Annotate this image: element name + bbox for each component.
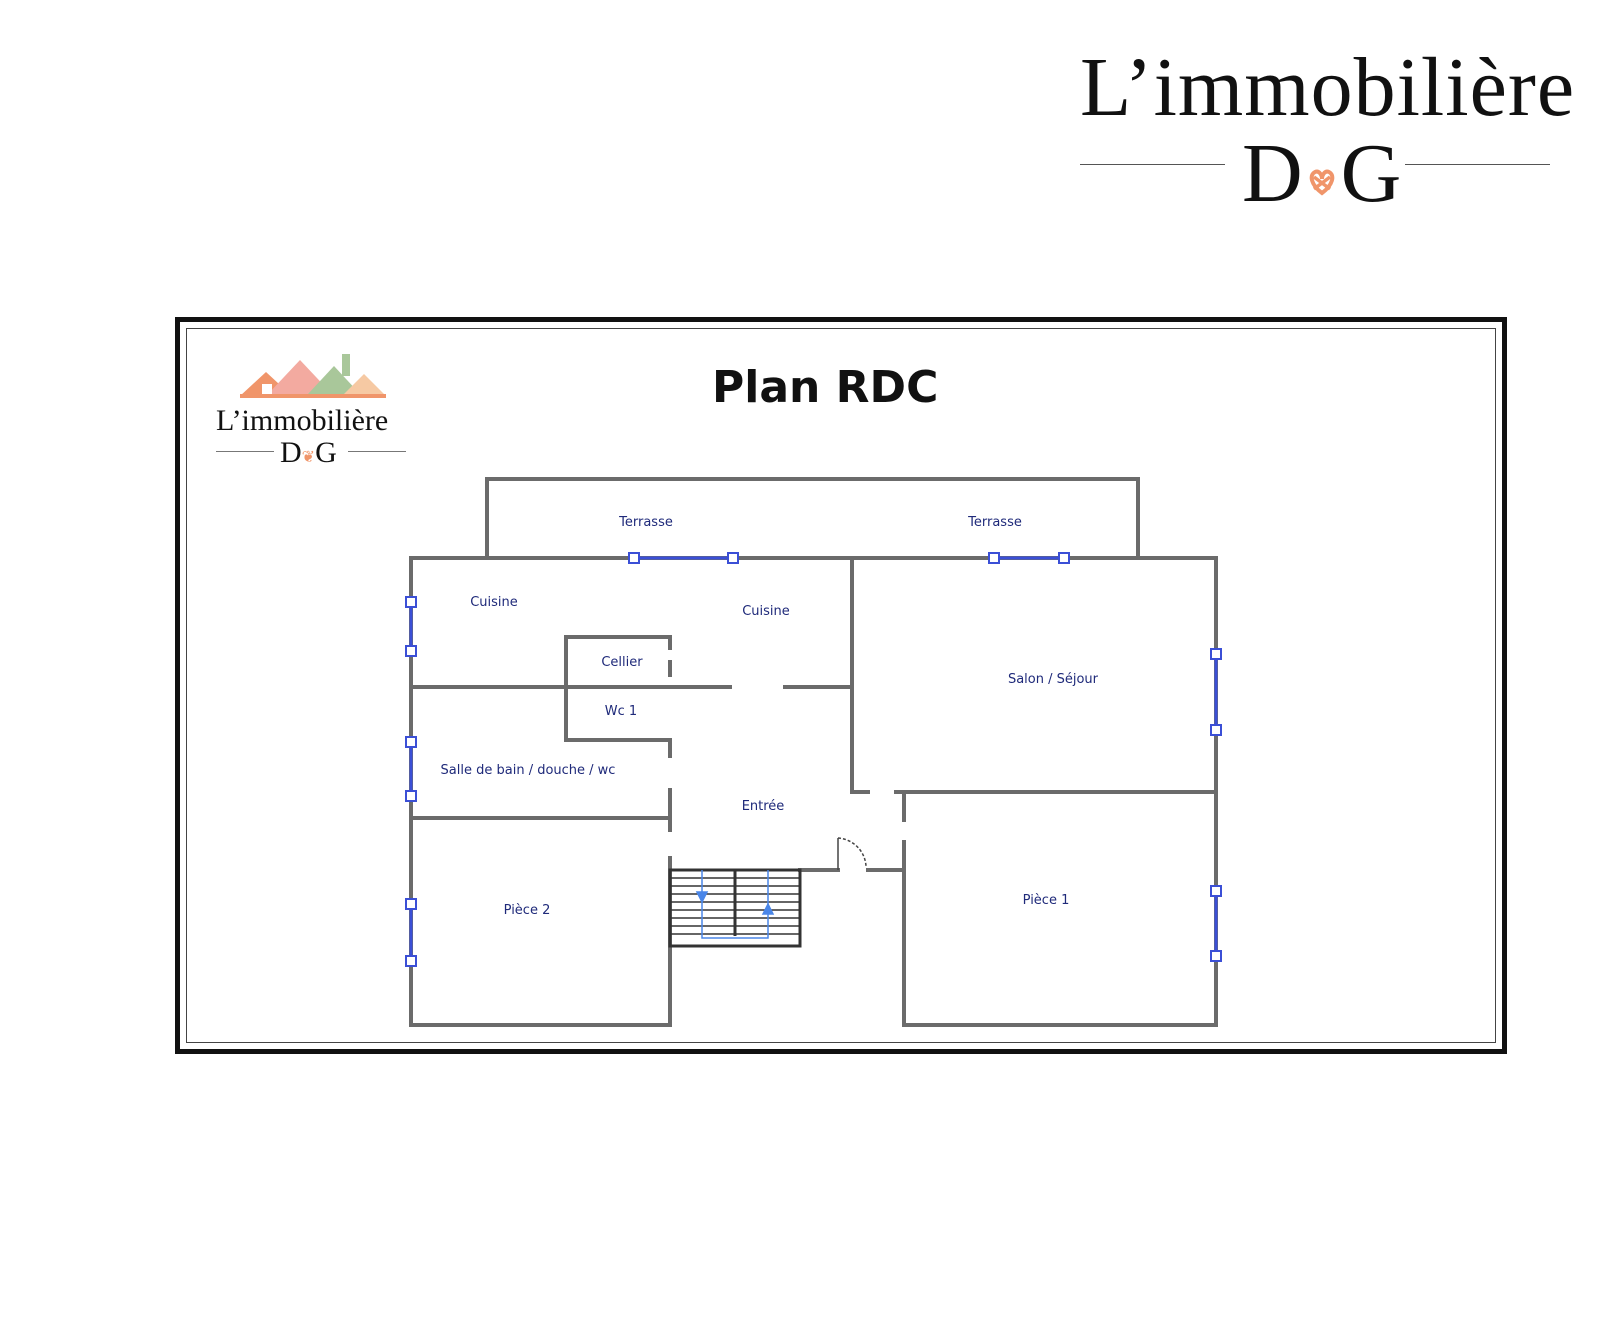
small-monogram-d: D [280, 436, 302, 469]
stair-down-arrow-icon [695, 891, 709, 904]
brand-name: L’immobilière [1080, 41, 1576, 134]
plan-frame-outer [175, 317, 1507, 1054]
small-monogram-g: G [315, 436, 337, 469]
brand-logo: L’immobilière D G [1070, 40, 1574, 220]
plan-title: Plan RDC [712, 362, 939, 413]
room-label-entree: Entrée [742, 799, 785, 814]
brand-monogram: D G [1242, 132, 1401, 216]
small-logo-divider-left [216, 451, 274, 452]
small-logo: L’immobilière D❦G [214, 350, 414, 475]
staircase [668, 868, 802, 948]
houses-icon [240, 354, 386, 398]
windows [405, 552, 1222, 967]
room-label-salon: Salon / Séjour [1008, 672, 1099, 687]
brand-divider-right [1405, 164, 1550, 165]
room-label-terrasse-2: Terrasse [967, 515, 1022, 530]
small-logo-divider-right [348, 451, 406, 452]
brand-divider-left [1080, 164, 1225, 165]
room-label-piece-1: Pièce 1 [1023, 893, 1070, 908]
pretzel-icon [1309, 169, 1334, 196]
room-label-cuisine-2: Cuisine [742, 604, 790, 619]
brand-monogram-d: D [1242, 127, 1303, 220]
plan-frame-inner [186, 328, 1496, 1043]
small-logo-name: L’immobilière [216, 404, 389, 437]
room-label-terrasse-1: Terrasse [618, 515, 673, 530]
entrance-door-icon [837, 837, 867, 870]
walls [409, 477, 1218, 1027]
stair-arrows [695, 870, 775, 939]
stair-up-arrow-icon [761, 902, 775, 915]
room-label-cellier: Cellier [601, 655, 643, 670]
small-pretzel-icon: ❦ [301, 449, 316, 466]
room-label-piece-2: Pièce 2 [504, 903, 551, 918]
brand-monogram-g: G [1340, 127, 1402, 220]
room-label-wc: Wc 1 [605, 704, 637, 719]
cellier-wc-walls [564, 635, 672, 758]
room-label-bathroom: Salle de bain / douche / wc [441, 763, 616, 778]
terrace-wall [485, 477, 1140, 560]
room-label-cuisine-1: Cuisine [470, 595, 518, 610]
small-logo-monogram: D❦G [280, 436, 337, 470]
